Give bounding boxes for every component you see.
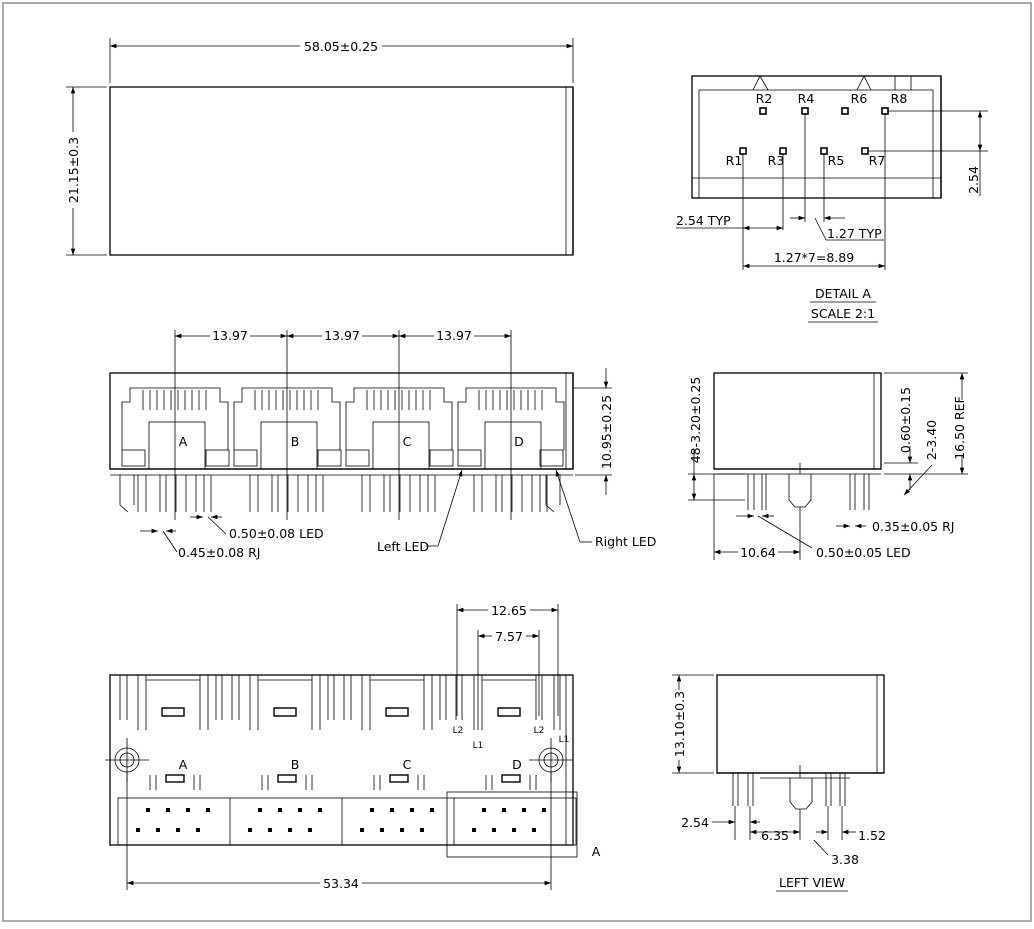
pin-r2: R2 [756,91,773,106]
bottom-dim-5334: 53.34 [323,876,359,891]
left-view: 13.10±0.3 2.54 6.35 1.52 3.38 LEFT VIEW [672,674,886,892]
bottom-port-c: C [403,757,412,772]
front-pitch-3: 13.97 [436,328,472,343]
pin-r4: R4 [798,91,815,106]
pin-r1: R1 [726,153,743,168]
front-port-d [457,330,565,520]
side-rj-pin-dim: 0.35±0.05 RJ [872,519,954,534]
front-pitch-1: 13.97 [212,328,248,343]
front-led-pin-dim: 0.50±0.08 LED [229,526,324,541]
side-dim-340: 2-3.40 [924,420,939,460]
front-view: A B C D 13.97 13.97 13.97 10.95±0.25 0.4… [109,328,656,560]
detail-title: DETAIL A [815,286,871,301]
top-width-dim: 58.05±0.25 [304,39,378,54]
bottom-port-b: B [291,757,300,772]
front-port-c [345,330,454,520]
right-led-label: Right LED [595,534,656,549]
front-rj-pin-dim: 0.45±0.08 RJ [178,545,260,560]
side-height-left: 48-3.20±0.25 [688,377,703,464]
bottom-dim-757: 7.57 [495,629,523,644]
pin-r7: R7 [869,153,886,168]
left-dim-338: 3.38 [831,852,859,867]
front-port-label-d: D [514,434,524,449]
side-ref-dim: 16.50 REF [952,396,967,460]
front-pitch-2: 13.97 [324,328,360,343]
detail-scale: SCALE 2:1 [811,306,875,321]
left-dim-254: 2.54 [681,815,709,830]
left-view-body [716,674,885,774]
detail-a-callout-box [446,791,578,858]
left-dim-152: 1.52 [858,828,886,843]
side-view: 48-3.20±0.25 0.60±0.15 2-3.40 16.50 REF … [688,372,968,560]
front-port-label-b: B [291,434,300,449]
side-dim-060: 0.60±0.15 [898,387,913,453]
side-offset-dim: 10.64 [740,545,776,560]
detail-a-reference: A [592,844,601,859]
front-port-b [233,330,342,520]
detail-total-dim: 1.27*7=8.89 [774,250,854,265]
side-led-pin-dim: 0.50±0.05 LED [816,545,911,560]
pin-r5: R5 [828,153,845,168]
pin-r3: R3 [768,153,785,168]
top-view-body [109,86,574,256]
pin-r6: R6 [851,91,868,106]
bottom-l1-left: L1 [473,741,484,751]
bottom-view: A B C D A L2 L1 L2 L1 [105,603,601,891]
top-height-dim: 21.15±0.3 [66,137,81,203]
front-port-a [121,330,230,520]
detail-half-dim: 1.27 TYP [827,226,882,241]
pin-r8: R8 [891,91,908,106]
bottom-l2-right: L2 [534,726,545,736]
front-port-label-c: C [403,434,412,449]
left-led-label: Left LED [377,539,429,554]
detail-row-dim: 2.54 [966,166,981,194]
bottom-l1-right: L1 [559,735,570,745]
bottom-port-d: D [512,757,522,772]
detail-a: R2 R4 R6 R8 R1 R3 R5 R7 2.54 TYP 1.27 TY… [676,75,988,323]
top-view: 58.05±0.25 21.15±0.3 [66,38,574,256]
left-height-dim: 13.10±0.3 [672,691,687,757]
left-view-title: LEFT VIEW [779,875,845,890]
bottom-l2-left: L2 [453,726,464,736]
front-height-dim: 10.95±0.25 [599,395,614,469]
detail-pitch-dim: 2.54 TYP [676,213,731,228]
front-view-body [109,372,574,470]
bottom-dim-1265: 12.65 [491,603,527,618]
bottom-port-a: A [179,757,188,772]
left-dim-635: 6.35 [761,828,789,843]
side-view-body [713,372,882,470]
front-port-label-a: A [179,434,188,449]
